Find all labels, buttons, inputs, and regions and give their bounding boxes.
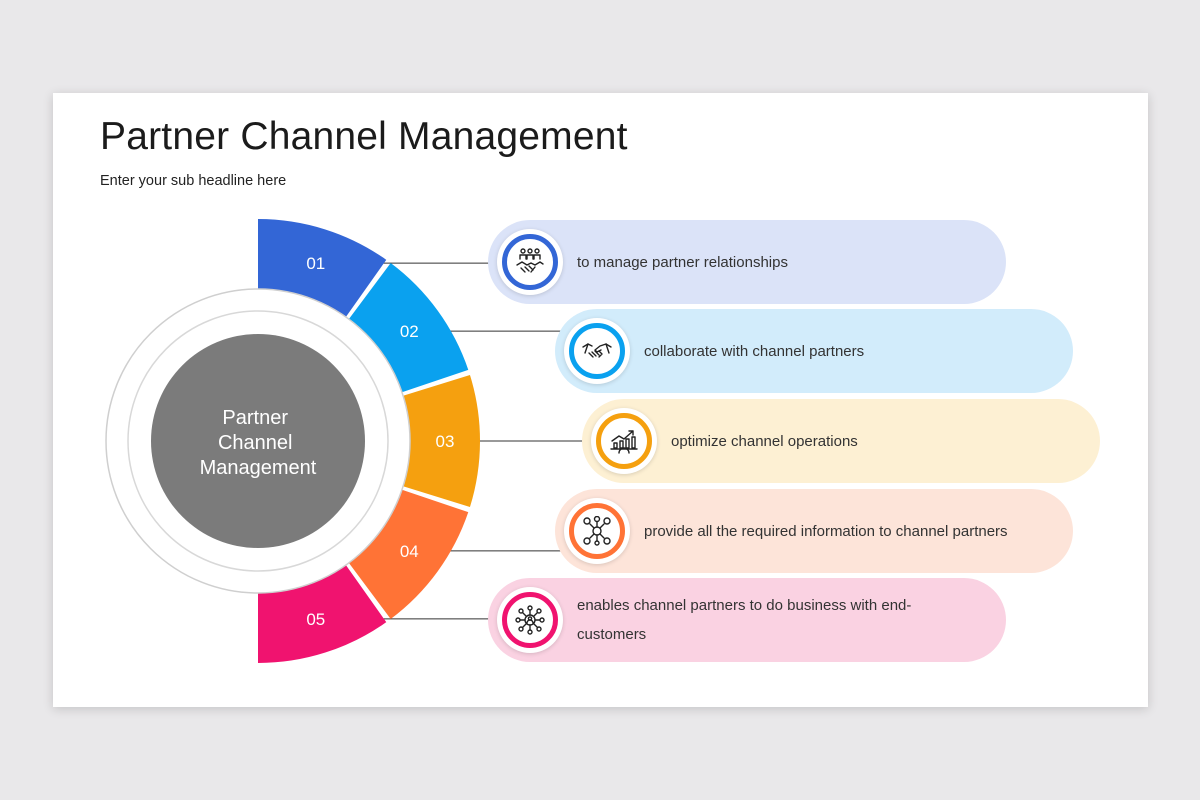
center-label: Partner Channel Management [200,407,317,479]
segment-numbers: 01 02 03 04 05 [306,254,454,629]
slide: Partner Channel Management Enter your su… [53,93,1148,707]
step-card-02: collaborate with channel partners [555,309,1073,393]
handshake-icon [582,343,612,358]
step-text: collaborate with channel partners [644,342,865,360]
ring-segment-03 [403,374,480,508]
slide-subtitle: Enter your sub headline here [100,173,287,189]
ring-segment-04 [348,489,469,619]
step-text: to manage partner relationships [577,253,788,271]
icon-ring [569,503,625,559]
center-label-line-2: Channel [218,432,293,454]
center-circle [151,334,365,548]
segment-number-05: 05 [306,610,325,629]
ring-segments [258,219,480,663]
center-label-line-1: Partner [222,407,288,429]
icon-ring [502,234,558,290]
step-text: optimize channel operations [671,432,858,450]
segment-number-03: 03 [436,432,455,451]
step-icon-badge [591,408,657,474]
segment-number-01: 01 [306,254,325,273]
step-card-01: to manage partner relationships [488,220,1006,304]
step-icon-badge [564,318,630,384]
ring-segment-01 [258,219,387,317]
slide-title: Partner Channel Management [100,115,628,158]
ring-segment-02 [348,263,469,393]
segment-number-02: 02 [400,322,419,341]
step-card-05: enables channel partners to do business … [488,578,1006,662]
growth-chart-gear-icon [610,430,638,454]
customer-network-icon [515,605,545,635]
step-card-03: optimize channel operations [582,399,1100,483]
segment-number-04: 04 [400,542,419,561]
step-icon-badge [564,498,630,564]
step-text: enables channel partners to do business … [577,597,912,643]
step-card-04: provide all the required information to … [555,489,1073,573]
icon-ring [502,592,558,648]
information-network-icon [583,516,611,546]
partners-handshake-icon [516,248,544,273]
ring-segment-05 [258,565,387,663]
step-icon-badge [497,229,563,295]
center-label-line-3: Management [200,457,317,479]
diagram-graphic: 01 02 03 04 05 Partner Channel Management [105,219,624,663]
step-icon-badge [497,587,563,653]
icon-ring [596,413,652,469]
step-text: provide all the required information to … [644,522,1008,540]
icon-ring [569,323,625,379]
